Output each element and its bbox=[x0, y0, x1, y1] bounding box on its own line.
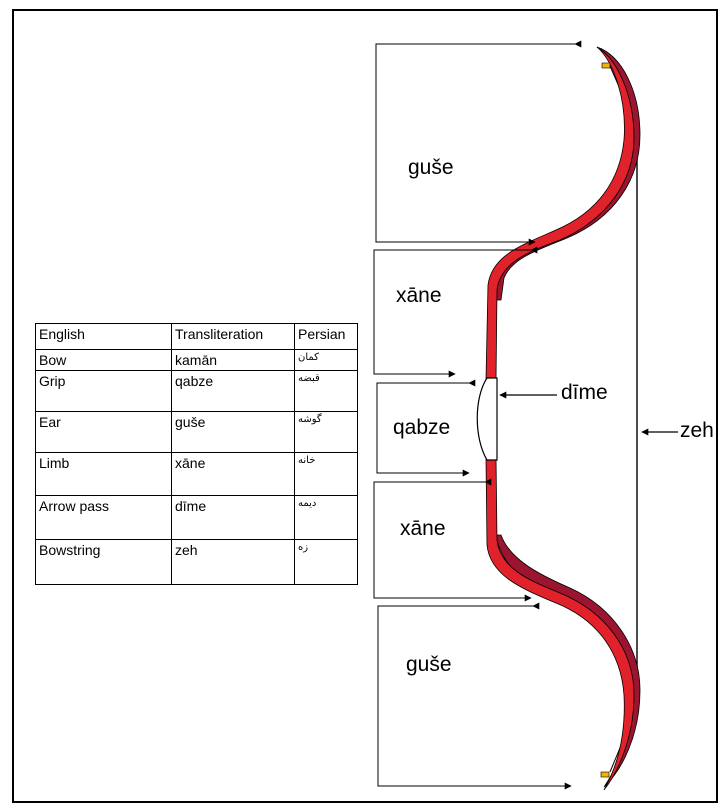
terminology-table: English Transliteration Persian Bow kamā… bbox=[35, 323, 358, 585]
label-zeh: zeh bbox=[680, 419, 714, 442]
table-header-row: English Transliteration Persian bbox=[35, 323, 358, 350]
cell-persian: قبضه bbox=[294, 370, 358, 412]
bracket-guse-top bbox=[375, 40, 582, 246]
table-row: Arrow pass dīme دیمه bbox=[35, 495, 358, 540]
label-guse-bottom: guše bbox=[406, 653, 452, 676]
cell-persian: دیمه bbox=[294, 495, 358, 540]
cell-translit: zeh bbox=[171, 539, 295, 585]
nock-bottom bbox=[600, 771, 610, 778]
cell-translit: qabze bbox=[171, 370, 295, 412]
cell-translit: kamān bbox=[171, 349, 295, 371]
bracket-xane-top bbox=[373, 246, 538, 378]
cell-english: Limb bbox=[35, 452, 172, 496]
label-dime: dīme bbox=[561, 381, 608, 404]
cell-translit: dīme bbox=[171, 495, 295, 540]
cell-persian: گوشه bbox=[294, 411, 358, 453]
cell-persian: خانه bbox=[294, 452, 358, 496]
cell-english: Arrow pass bbox=[35, 495, 172, 540]
bracket-qabze bbox=[376, 379, 476, 477]
label-guse-top: guše bbox=[408, 156, 454, 179]
label-qabze: qabze bbox=[393, 416, 451, 439]
cell-english: Ear bbox=[35, 411, 172, 453]
header-english: English bbox=[35, 323, 172, 350]
label-xane-top: xāne bbox=[396, 284, 442, 307]
cell-persian: زه bbox=[294, 539, 358, 585]
cell-persian: کمان bbox=[294, 349, 358, 371]
grip bbox=[476, 377, 498, 461]
header-transliteration: Transliteration bbox=[171, 323, 295, 350]
header-persian: Persian bbox=[294, 323, 358, 350]
table-row: Bow kamān کمان bbox=[35, 349, 358, 371]
cell-english: Grip bbox=[35, 370, 172, 412]
label-xane-bottom: xāne bbox=[400, 517, 446, 540]
table-row: Limb xāne خانه bbox=[35, 452, 358, 496]
cell-english: Bow bbox=[35, 349, 172, 371]
diagram-frame bbox=[12, 9, 718, 803]
nock-top bbox=[601, 62, 611, 69]
bracket-xane-bottom bbox=[373, 478, 532, 602]
cell-english: Bowstring bbox=[35, 539, 172, 585]
cell-translit: guše bbox=[171, 411, 295, 453]
table-row: Bowstring zeh زه bbox=[35, 539, 358, 585]
cell-translit: xāne bbox=[171, 452, 295, 496]
upper-limb bbox=[485, 46, 635, 381]
bracket-guse-bottom bbox=[377, 602, 572, 790]
table-row: Grip qabze قبضه bbox=[35, 370, 358, 412]
table-row: Ear guše گوشه bbox=[35, 411, 358, 453]
